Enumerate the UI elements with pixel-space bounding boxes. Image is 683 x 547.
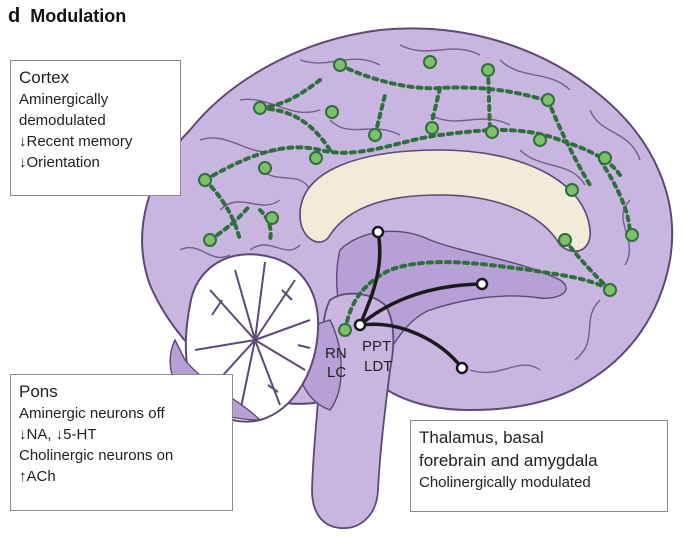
pons-line-1: Aminergic neurons off <box>19 403 224 424</box>
pons-line-4: ↑ACh <box>19 466 224 487</box>
cortex-line-3: ↓Recent memory <box>19 131 172 152</box>
cortex-line-4: ↓Orientation <box>19 152 172 173</box>
pons-line-2: ↓NA, ↓5-HT <box>19 424 224 445</box>
thalamus-heading-line-2: forebrain and amygdala <box>419 449 659 472</box>
thalamus-note: Cholinergically modulated <box>419 472 659 494</box>
label-lc: LC <box>327 364 346 382</box>
pons-heading: Pons <box>19 380 224 403</box>
pons-line-3: Cholinergic neurons on <box>19 445 224 466</box>
label-ppt: PPT <box>362 338 391 356</box>
cortex-line-1: Aminergically <box>19 89 172 110</box>
cortex-heading: Cortex <box>19 66 172 89</box>
cortex-callout: Cortex Aminergically demodulated ↓Recent… <box>10 60 181 196</box>
thalamus-callout: Thalamus, basal forebrain and amygdala C… <box>410 420 668 512</box>
thalamus-heading-line-1: Thalamus, basal <box>419 426 659 449</box>
label-ldt: LDT <box>364 358 392 376</box>
cortex-line-2: demodulated <box>19 110 172 131</box>
label-rn: RN <box>325 345 347 363</box>
pons-callout: Pons Aminergic neurons off ↓NA, ↓5-HT Ch… <box>10 374 233 511</box>
